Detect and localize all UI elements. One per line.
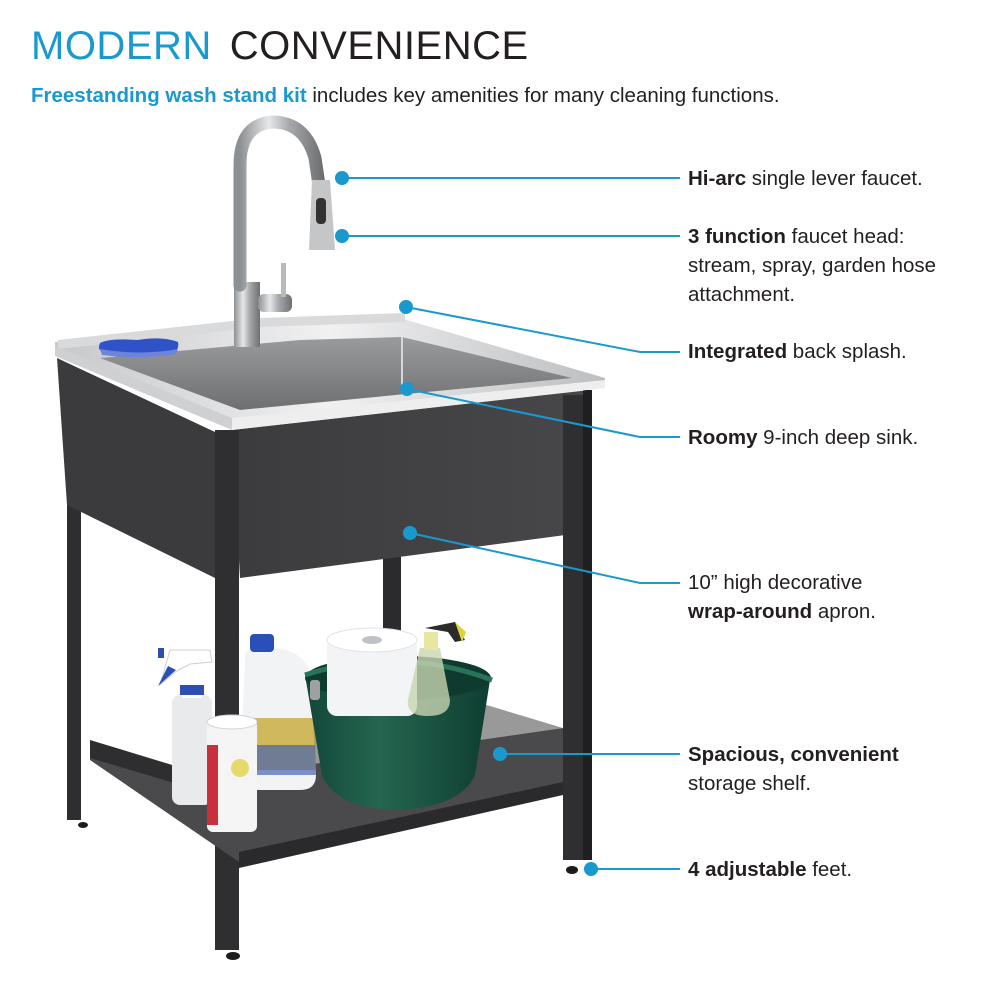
- page-subtitle: Freestanding wash stand kit includes key…: [31, 83, 780, 109]
- foot: [226, 952, 240, 960]
- title-dark: CONVENIENCE: [229, 24, 529, 68]
- bleach-jug-icon: [240, 634, 316, 790]
- callout-bold: wrap-around: [688, 600, 813, 623]
- callout-dot-faucet: [335, 171, 349, 185]
- callout-dot-back-splash: [399, 300, 413, 314]
- callout-deep-sink: Roomy 9-inch deep sink.: [688, 423, 918, 452]
- cabinet-front-apron: [232, 390, 590, 578]
- callout-bold: Roomy: [688, 426, 758, 449]
- callout-apron: 10” high decorative wrap-around apron.: [688, 568, 876, 626]
- dish-soap-icon: [407, 622, 466, 716]
- callout-bold: Hi-arc: [688, 167, 747, 190]
- callout-line-back-splash: [405, 306, 680, 353]
- callout-text: 9-inch deep sink.: [757, 426, 919, 449]
- sponge-icon: [99, 338, 179, 358]
- callout-line-deep-sink: [406, 388, 680, 438]
- callout-faucet-head: 3 function faucet head: stream, spray, g…: [688, 222, 936, 309]
- callout-dot-faucet-head: [335, 229, 349, 243]
- callout-text: faucet head:: [785, 225, 905, 248]
- callout-text: apron.: [812, 600, 876, 623]
- callout-bold: Integrated: [688, 340, 788, 363]
- faucet-icon: [233, 115, 335, 347]
- callout-text: feet.: [806, 858, 853, 881]
- title-accent: MODERN: [31, 24, 212, 68]
- front-right-leg: [563, 395, 585, 860]
- back-splash: [58, 313, 405, 349]
- page-title: MODERN CONVENIENCE: [31, 22, 529, 70]
- foot: [566, 866, 578, 874]
- callout-dot-apron: [403, 526, 417, 540]
- callout-text-line3: attachment.: [688, 283, 796, 306]
- callout-dot-feet: [584, 862, 598, 876]
- callout-bold: 3 function: [688, 225, 786, 248]
- subtitle-rest: includes key amenities for many cleaning…: [306, 84, 780, 107]
- callout-dots: [335, 171, 598, 876]
- callout-back-splash: Integrated back splash.: [688, 337, 907, 366]
- callout-faucet: Hi-arc single lever faucet.: [688, 164, 923, 193]
- callout-text-line2: stream, spray, garden hose: [688, 254, 937, 277]
- callout-text: back splash.: [787, 340, 907, 363]
- callout-lines: [342, 177, 680, 870]
- paper-towel-icon: [326, 627, 418, 716]
- cabinet-side-panel: [57, 358, 215, 578]
- callout-text: single lever faucet.: [746, 167, 923, 190]
- callout-text: 10” high decorative: [688, 571, 863, 594]
- callout-line-apron: [409, 532, 680, 584]
- callout-dot-deep-sink: [400, 382, 414, 396]
- wipes-canister-icon: [206, 714, 258, 832]
- spray-bottle-icon: [158, 648, 213, 805]
- callout-dot-shelf: [493, 747, 507, 761]
- callout-text-line2: storage shelf.: [688, 772, 812, 795]
- subtitle-accent: Freestanding wash stand kit: [31, 84, 307, 107]
- callout-feet: 4 adjustable feet.: [688, 855, 852, 884]
- callout-bold: 4 adjustable: [688, 858, 807, 881]
- callout-shelf: Spacious, convenient storage shelf.: [688, 740, 899, 798]
- front-left-leg: [215, 430, 239, 950]
- callout-bold: Spacious, convenient: [688, 743, 899, 766]
- sink-basin: [100, 337, 572, 410]
